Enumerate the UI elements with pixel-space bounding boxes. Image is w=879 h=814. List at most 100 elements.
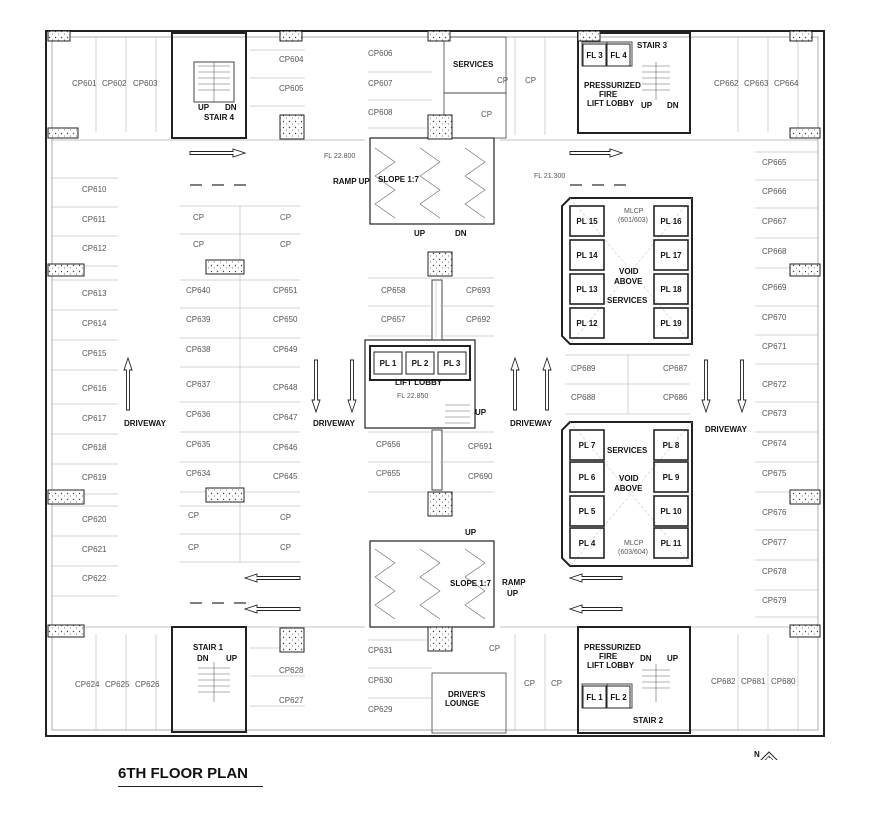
cp-left-1: CP611 — [82, 215, 106, 224]
right-lift-block-top — [561, 197, 693, 345]
column-3 — [577, 30, 601, 42]
stair2-up-label: UP — [667, 654, 679, 663]
ramp-top-dn: DN — [455, 229, 467, 238]
lift-tr-3-box — [653, 239, 689, 271]
slope-label-top: SLOPE 1:7 — [378, 175, 419, 184]
stair4-dn-label: DN — [225, 103, 237, 112]
cp-right-7: CP672 — [762, 380, 787, 389]
cp-bottom-right-0: CP682 — [711, 677, 736, 686]
services-label-right-bottom: SERVICES — [607, 446, 648, 455]
cp-top-left-2: CP603 — [133, 79, 158, 88]
lift-br-5-box — [653, 495, 689, 527]
lift-br-3-label: PL 9 — [663, 473, 680, 482]
column-5 — [47, 127, 79, 139]
cp-right-mid-b-0: CP687 — [663, 364, 688, 373]
lift-tr-2-label: PL 14 — [576, 251, 598, 260]
lift-br-3-box — [653, 461, 689, 493]
lift-br-6-label: PL 4 — [579, 539, 596, 548]
plan-title: 6TH FLOOR PLAN — [118, 765, 248, 782]
mlcp-label-bottom: MLCP — [624, 540, 644, 547]
driveway-label-4: DRIVEWAY — [705, 425, 748, 434]
arrow-up-right — [510, 356, 520, 411]
cp-mid-left-b-1: CP650 — [273, 315, 298, 324]
cp-right-13: CP678 — [762, 567, 787, 576]
lift-tr-3-label: PL 17 — [660, 251, 682, 260]
lift-tr-2-box — [569, 239, 605, 271]
lift-tr-4-label: PL 13 — [576, 285, 598, 294]
mlcp-range-top: (601/603) — [618, 217, 648, 224]
column-8 — [205, 259, 245, 275]
above-label-bottom: ABOVE — [614, 484, 643, 493]
cp-top-center-0: CP606 — [368, 49, 393, 58]
fire-lift-top-1-box — [606, 43, 631, 67]
cp-mid-left-b-3: CP648 — [273, 383, 298, 392]
stair1-up-label: UP — [226, 654, 238, 663]
stair1-dn-label: DN — [197, 654, 209, 663]
cp-generic-3: CP — [280, 240, 291, 249]
lift-tr-4-box — [569, 273, 605, 305]
lift-br-4-label: PL 5 — [579, 507, 596, 516]
arrow-bottom-right-a — [568, 573, 623, 583]
stair4-label: STAIR 4 — [204, 113, 235, 122]
traffic-arrows — [123, 148, 747, 614]
lift-tr-1-label: PL 16 — [660, 217, 682, 226]
cp-center-b-top-0: CP693 — [466, 286, 491, 295]
arrow-down-center-a — [311, 359, 321, 414]
lift-br-5-label: PL 10 — [660, 507, 682, 516]
cp-right-mid-b-1: CP686 — [663, 393, 688, 402]
cp-mid-left-a-1: CP639 — [186, 315, 211, 324]
lift-br-7-label: PL 11 — [661, 539, 682, 548]
lift-br-1-box — [653, 429, 689, 461]
cp-right-4: CP669 — [762, 283, 787, 292]
column-15 — [279, 114, 305, 140]
fire-lift-bottom-1-box — [606, 685, 631, 709]
cp-generic-6: CP — [188, 543, 199, 552]
pressurized-label-bottom: PRESSURIZED — [584, 643, 641, 652]
cp-generic-10: CP — [525, 76, 536, 85]
slope-label-bottom: SLOPE 1:7 — [450, 579, 491, 588]
center-lift-2-label: PL 3 — [444, 359, 461, 368]
ramp-label-bottom: RAMP — [502, 578, 526, 587]
lift-br-2-box — [569, 461, 605, 493]
cp-right-1: CP666 — [762, 187, 787, 196]
void-label-top: VOID — [619, 267, 639, 276]
column-20 — [427, 626, 453, 652]
cp-left-0: CP610 — [82, 185, 107, 194]
lift-tr-5-label: PL 18 — [660, 285, 682, 294]
center-lift-0-label: PL 1 — [380, 359, 397, 368]
cp-right-9: CP674 — [762, 439, 787, 448]
column-19 — [279, 627, 305, 653]
cp-mid-left-b-4: CP647 — [273, 413, 298, 422]
cp-mid-left-a-6: CP634 — [186, 469, 211, 478]
service-rooms — [431, 36, 507, 734]
cp-mid-left-b-6: CP645 — [273, 472, 298, 481]
driveway-label-2: DRIVEWAY — [313, 419, 356, 428]
cp-center-a-bottom-0: CP656 — [376, 440, 401, 449]
cp-generic-2: CP — [193, 240, 204, 249]
cp-left-12: CP622 — [82, 574, 107, 583]
cp-generic-1: CP — [280, 213, 291, 222]
center-lift-1-label: PL 2 — [412, 359, 429, 368]
cp-right-11: CP676 — [762, 508, 787, 517]
cp-mid-left-a-3: CP637 — [186, 380, 211, 389]
lift-br-1-label: PL 8 — [663, 441, 680, 450]
column-9 — [789, 263, 821, 277]
stair3-label: STAIR 3 — [637, 41, 668, 50]
cp-top-center-1: CP607 — [368, 79, 393, 88]
column-2 — [427, 30, 451, 42]
arrow-top-left — [189, 148, 247, 158]
cp-top-right-1: CP663 — [744, 79, 769, 88]
cp-top-center-left-1: CP605 — [279, 84, 304, 93]
arrow-bottom-right-b — [243, 604, 301, 614]
mlcp-range-bottom: (603/604) — [618, 549, 648, 556]
cp-top-center-2: CP608 — [368, 108, 393, 117]
cp-left-3: CP613 — [82, 289, 107, 298]
lounge-label: LOUNGE — [445, 699, 480, 708]
stair-4 — [171, 32, 247, 139]
cp-generic-7: CP — [280, 543, 291, 552]
stair2-dn-label: DN — [640, 654, 652, 663]
cp-generic-0: CP — [193, 213, 204, 222]
drivers-label: DRIVER'S — [448, 690, 486, 699]
fl-22850-label: FL 22.850 — [397, 393, 428, 400]
